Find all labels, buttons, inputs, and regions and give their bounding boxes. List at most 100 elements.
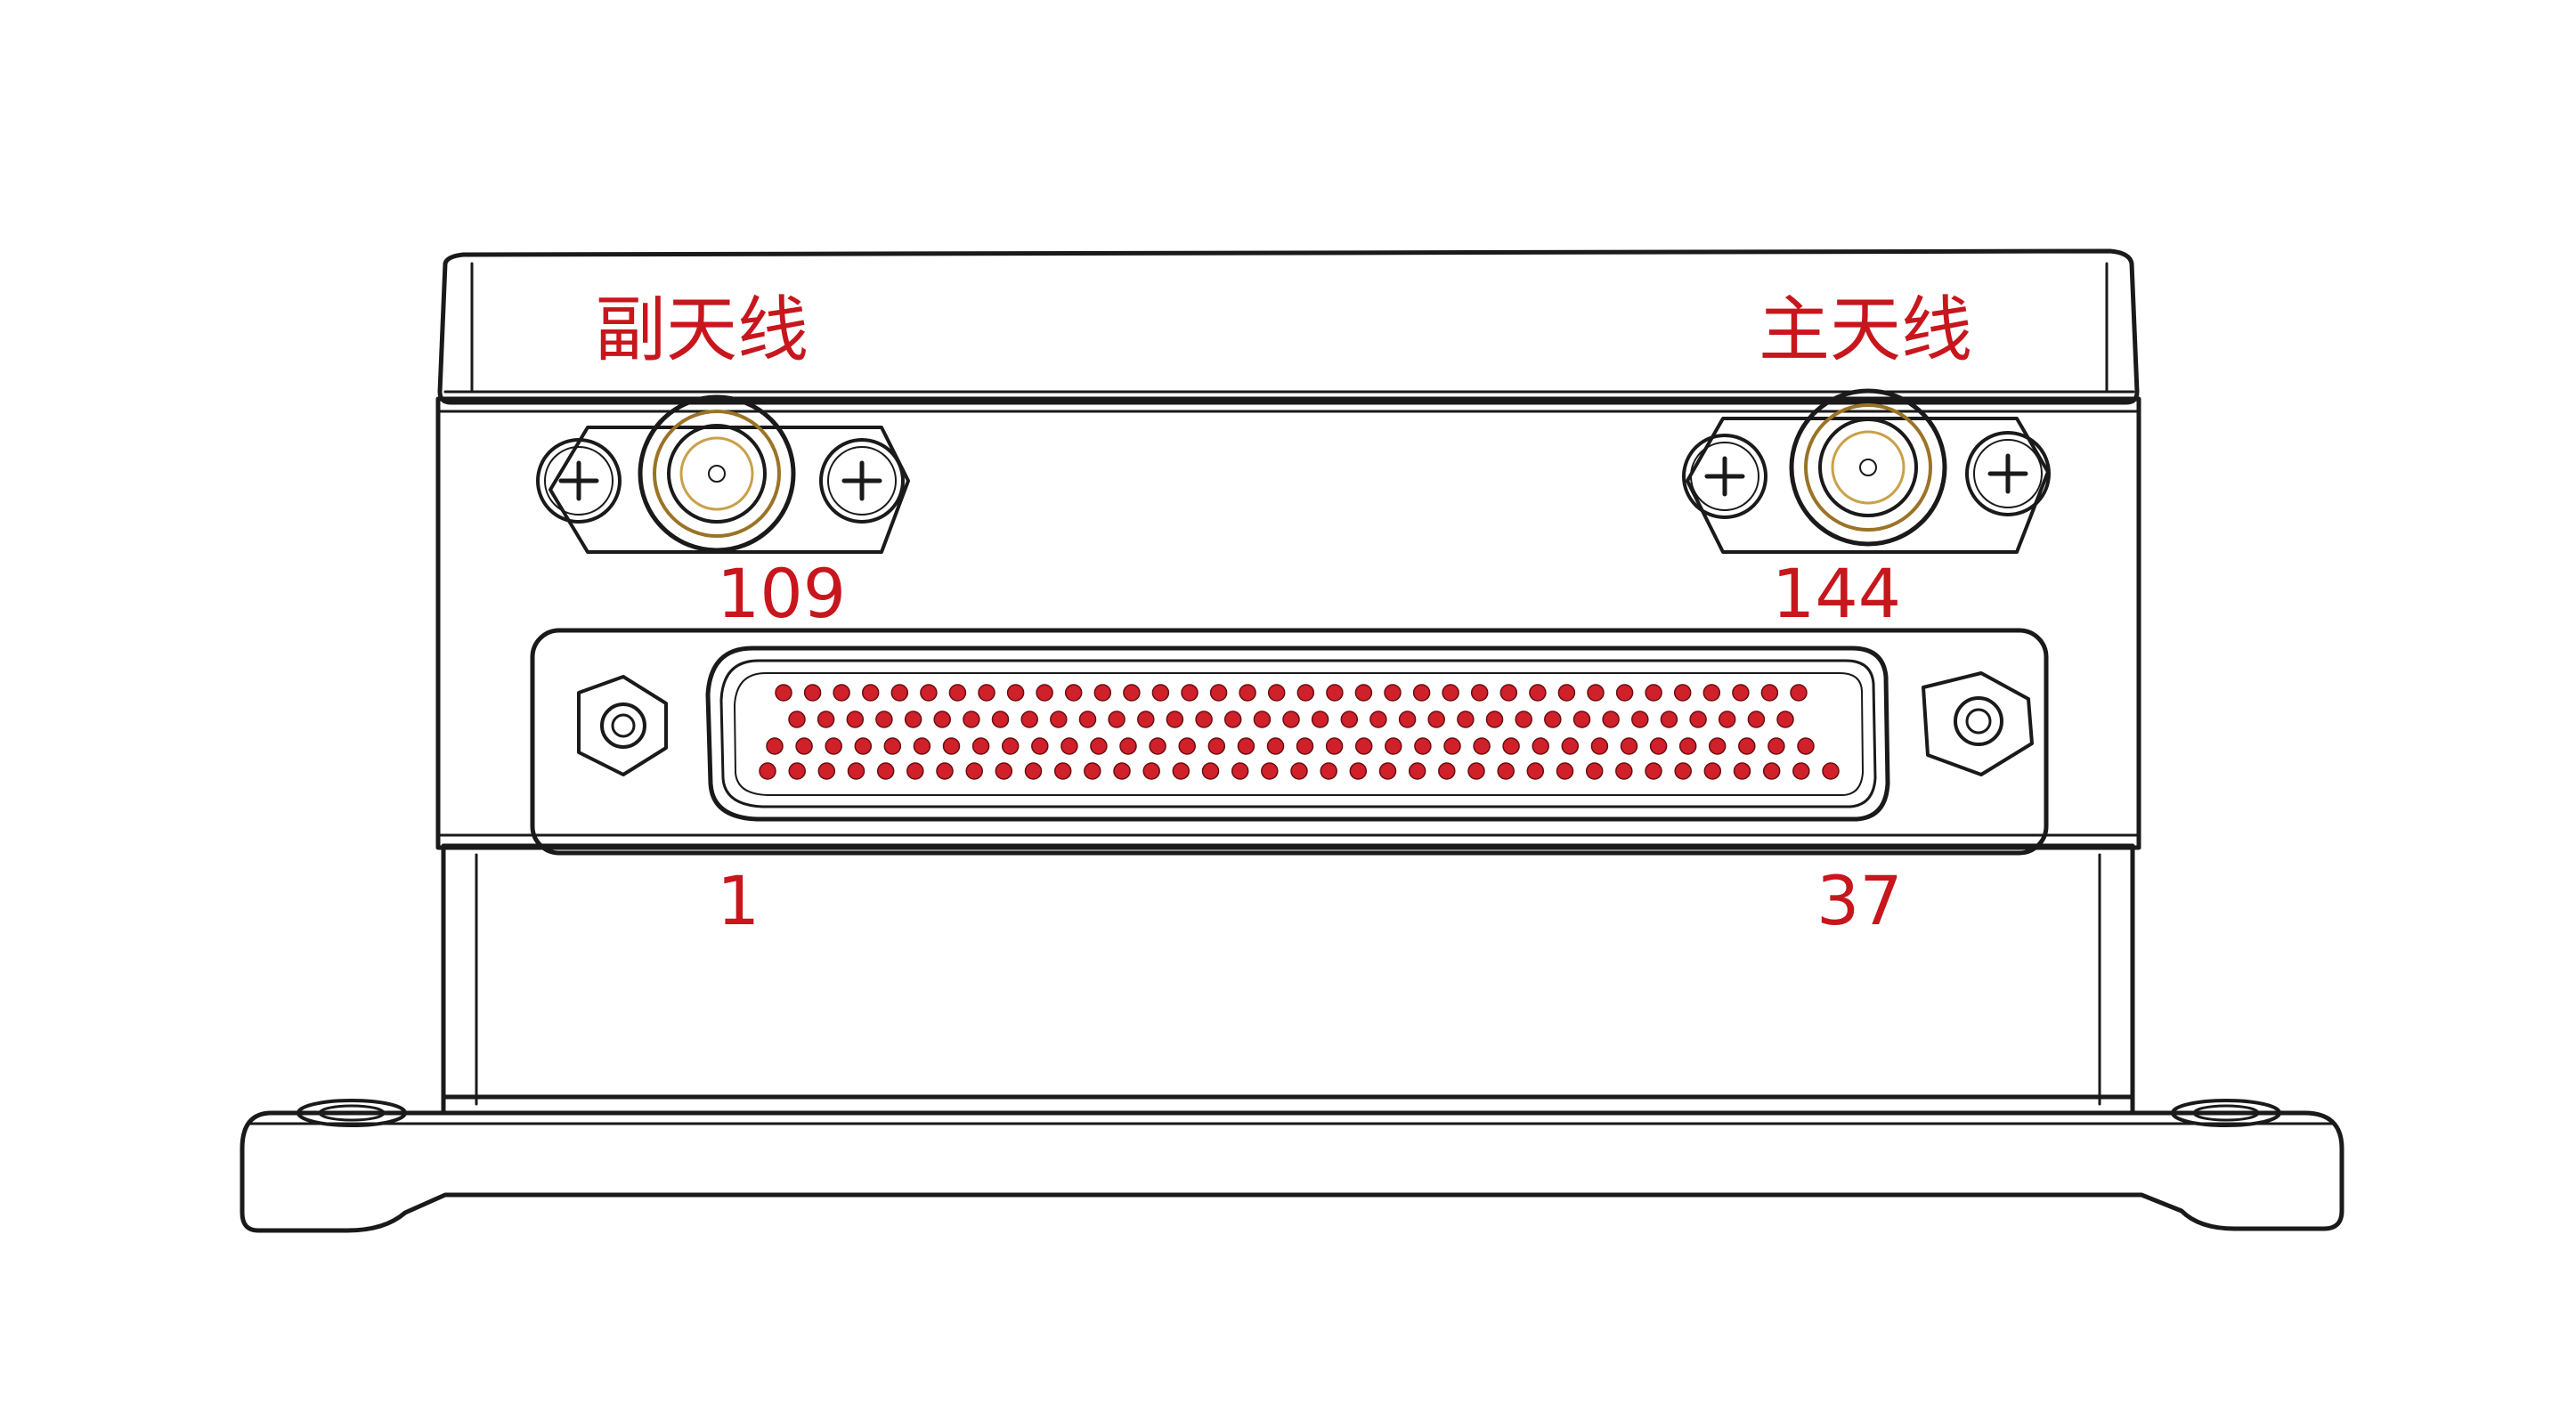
connector-pin [1427,711,1445,728]
connector-pin [1090,737,1108,755]
connector-pin [1678,737,1697,755]
connector-pin [1660,711,1678,728]
sma-body-left [638,394,796,553]
connector-pin [906,762,924,780]
connector-pin [1572,711,1591,728]
mounting-hole-right [2171,1099,2281,1127]
connector-pin [1544,711,1562,728]
connector-pin [1113,762,1131,780]
connector-pin [1223,711,1242,728]
connector-pin [1209,684,1228,702]
screw-left-b [819,438,905,524]
connector-pin [978,684,995,702]
connector-pin [1515,711,1532,728]
connector-pin [1792,762,1810,780]
connector-pin [1408,762,1426,780]
connector-pin [803,684,822,702]
pin-109-label: 109 [717,554,846,633]
connector-pin [1499,684,1518,702]
connector-pin [795,737,813,755]
top-lid [437,248,2140,405]
connector-pin [817,711,835,728]
connector-pin [1137,711,1155,728]
connector-pin [1674,762,1692,780]
connector-pin [1178,737,1196,755]
sma-pin-left [708,465,726,483]
connector-pin [1354,684,1373,702]
connector-pin [1556,762,1574,780]
connector-pin [1093,684,1112,702]
phillips-icon [558,460,599,501]
connector-pin [1457,711,1475,728]
connector-pin [1296,737,1314,755]
connector-pin [1414,737,1432,755]
connector-pin [861,684,880,702]
flange-left [549,426,910,554]
connector-pin [1738,737,1756,755]
connector-pin [1001,737,1020,755]
connector-pin [1797,737,1815,755]
phillips-icon [1987,453,2028,494]
mounting-base [240,1094,2344,1233]
connector-pin [1703,762,1722,780]
connector-pin [1502,737,1520,755]
mounting-hole-left [297,1099,407,1127]
connector-pin [890,684,909,702]
connector-pin [1497,762,1515,780]
connector-pin [1470,684,1489,702]
connector-pin [1181,684,1199,702]
connector-pin [1587,684,1605,702]
connector-pin [1526,762,1545,780]
connector-pin [1532,737,1549,755]
connector-pin [1732,684,1750,702]
connector-pin [788,711,806,728]
connector-pin [1702,684,1721,702]
connector-pin [1340,711,1359,728]
connector-pin [933,711,951,728]
main-antenna-label: 主天线 [1759,288,1972,371]
connector-pin [1620,737,1638,755]
connector-plate [530,628,2049,856]
connector-pin [788,762,806,780]
connector-pin [1325,737,1344,755]
connector-pin [1473,737,1491,755]
connector-pin [854,737,873,755]
middle-body [435,396,2141,850]
connector-pin [1239,684,1256,702]
connector-pin [1142,762,1160,780]
multipin-connector [530,628,2049,856]
connector-pin [1590,737,1609,755]
connector-pin [1024,762,1043,780]
hex-nut-left [577,675,668,776]
connector-pin [1385,737,1402,755]
connector-pin [1354,737,1373,755]
connector-pin [991,711,1010,728]
connector-pin [995,762,1013,780]
connector-pin [1615,684,1634,702]
connector-pin [1326,684,1344,702]
connector-pin [1673,684,1692,702]
connector-pin [1442,684,1459,702]
connector-pin [833,684,850,702]
connector-pin [1237,737,1255,755]
connector-pin [1151,684,1170,702]
connector-pin [1050,711,1068,728]
connector-pin [1585,762,1604,780]
connector-pin [883,737,902,755]
connector-pin [1645,684,1662,702]
connector-pin [1207,737,1226,755]
connector-pin [963,711,980,728]
connector-pin [1384,684,1402,702]
pin-144-label: 144 [1772,554,1901,633]
phillips-icon [1704,456,1745,497]
flange-right [1686,417,2050,554]
connector-pin [1443,737,1461,755]
connector-pin [1378,762,1397,780]
connector-pin [1760,684,1779,702]
sma-body-right [1789,388,1947,547]
connector-pin [1231,762,1249,780]
connector-pin [775,684,792,702]
secondary-antenna-connector [536,394,910,554]
connector-pin [1060,737,1078,755]
